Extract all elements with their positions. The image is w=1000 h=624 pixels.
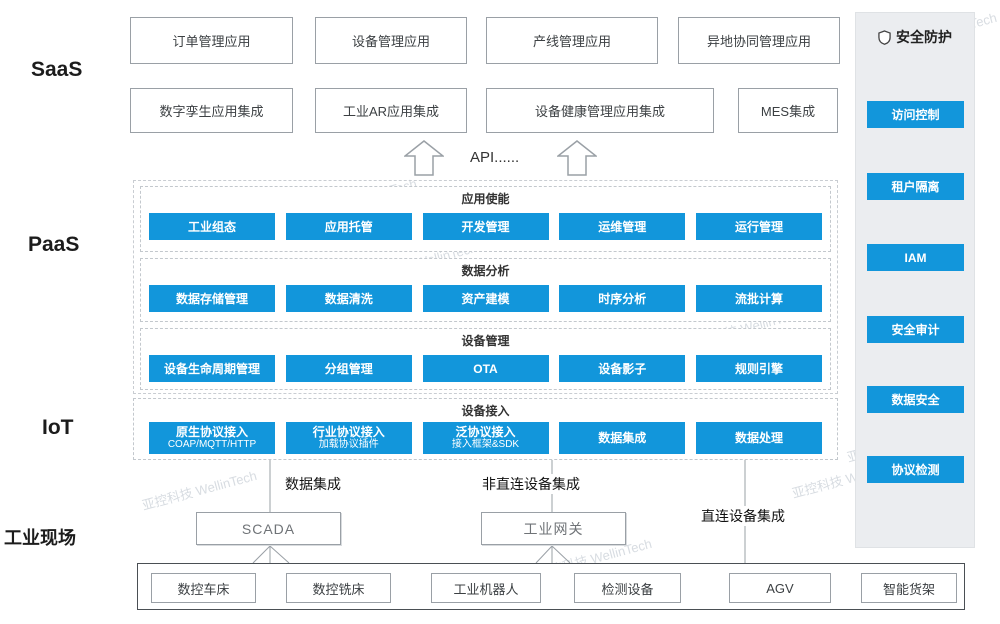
saas-app-line-management: 产线管理应用: [486, 17, 658, 64]
saas-int-mes: MES集成: [738, 88, 838, 133]
paas-item-data-storage: 数据存储管理: [149, 285, 275, 312]
iot-section-device-access: 设备接入 原生协议接入 COAP/MQTT/HTTP 行业协议接入 加载协议插件…: [133, 398, 838, 460]
iot-item-label: 行业协议接入: [312, 425, 385, 439]
security-item-iam: IAM: [867, 244, 964, 271]
machine-cnc-lathe: 数控车床: [151, 573, 256, 603]
security-item-tenant-isolation: 租户隔离: [867, 173, 964, 200]
layer-label-field: 工业现场: [4, 528, 76, 548]
iot-item-label: 数据处理: [734, 430, 783, 445]
iot-item-sublabel: COAP/MQTT/HTTP: [167, 439, 257, 450]
section-title: 设备接入: [461, 404, 510, 418]
saas-app-order-management: 订单管理应用: [130, 17, 293, 64]
field-container: 数控车床 数控铣床 工业机器人 检测设备 AGV 智能货架: [137, 563, 965, 610]
security-panel: 安全防护 访问控制 租户隔离 IAM 安全审计 数据安全 协议检测: [855, 12, 975, 548]
up-arrow-icon: [557, 140, 597, 176]
iot-item-data-processing: 数据处理: [696, 422, 822, 454]
api-label: API......: [470, 149, 520, 166]
iot-item-generic-protocol: 泛协议接入 接入框架&SDK: [422, 422, 549, 454]
machine-cnc-mill: 数控铣床: [286, 573, 391, 603]
paas-item-device-shadow: 设备影子: [559, 355, 686, 382]
iot-item-sublabel: 加载协议插件: [318, 439, 379, 450]
security-item-access-control: 访问控制: [867, 101, 964, 128]
link-label-direct-device: 直连设备集成: [698, 506, 788, 526]
paas-section-data-analysis: 数据分析 数据存储管理 数据清洗 资产建模 时序分析 流批计算: [140, 258, 831, 322]
paas-item-runtime-management: 运行管理: [696, 213, 822, 240]
paas-section-device-management: 设备管理 设备生命周期管理 分组管理 OTA 设备影子 规则引擎: [140, 328, 831, 390]
iot-item-sublabel: 接入框架&SDK: [451, 439, 520, 450]
paas-item-dev-management: 开发管理: [422, 213, 549, 240]
saas-int-device-health: 设备健康管理应用集成: [486, 88, 714, 133]
saas-app-remote-collab: 异地协同管理应用: [678, 17, 840, 64]
link-label-data-integration: 数据集成: [282, 474, 344, 494]
paas-item-ota: OTA: [422, 355, 549, 382]
section-title: 应用使能: [461, 192, 510, 206]
watermark: 亚控科技 WellinTech: [140, 467, 259, 514]
industrial-gateway-box: 工业网关: [481, 512, 626, 545]
paas-item-group-management: 分组管理: [285, 355, 412, 382]
saas-int-industrial-ar: 工业AR应用集成: [315, 88, 467, 133]
paas-item-time-series: 时序分析: [559, 285, 686, 312]
paas-item-industrial-config: 工业组态: [149, 213, 275, 240]
paas-container: [133, 180, 838, 394]
saas-int-digital-twin: 数字孪生应用集成: [130, 88, 293, 133]
security-item-protocol-detection: 协议检测: [867, 456, 964, 483]
security-header: 安全防护: [856, 13, 974, 47]
paas-item-asset-modeling: 资产建模: [422, 285, 549, 312]
section-title: 设备管理: [461, 334, 510, 348]
machine-inspection-device: 检测设备: [574, 573, 681, 603]
up-arrow-icon: [404, 140, 444, 176]
security-item-data-security: 数据安全: [867, 386, 964, 413]
machine-smart-shelf: 智能货架: [861, 573, 957, 603]
machine-agv: AGV: [729, 573, 831, 603]
shield-icon: [878, 29, 891, 45]
layer-label-paas: PaaS: [28, 233, 80, 256]
iot-item-label: 原生协议接入: [175, 425, 248, 439]
paas-section-app-enablement: 应用使能 工业组态 应用托管 开发管理 运维管理 运行管理: [140, 186, 831, 252]
iot-item-label: 数据集成: [598, 430, 647, 445]
paas-item-data-cleaning: 数据清洗: [285, 285, 412, 312]
layer-label-iot: IoT: [42, 416, 74, 439]
iot-item-data-integration: 数据集成: [559, 422, 686, 454]
iot-item-industry-protocol: 行业协议接入 加载协议插件: [285, 422, 412, 454]
paas-item-app-hosting: 应用托管: [285, 213, 412, 240]
link-label-indirect-device: 非直连设备集成: [479, 474, 583, 494]
iot-item-label: 泛协议接入: [455, 425, 516, 439]
saas-app-device-management: 设备管理应用: [315, 17, 467, 64]
machine-industrial-robot: 工业机器人: [431, 573, 541, 603]
paas-item-device-lifecycle: 设备生命周期管理: [149, 355, 275, 382]
section-title: 数据分析: [461, 264, 510, 278]
iot-item-native-protocol: 原生协议接入 COAP/MQTT/HTTP: [149, 422, 275, 454]
paas-item-stream-batch: 流批计算: [696, 285, 822, 312]
layer-label-saas: SaaS: [31, 58, 83, 81]
paas-item-rule-engine: 规则引擎: [696, 355, 822, 382]
security-item-security-audit: 安全审计: [867, 316, 964, 343]
scada-box: SCADA: [196, 512, 341, 545]
security-title: 安全防护: [896, 29, 952, 45]
paas-item-ops-management: 运维管理: [559, 213, 686, 240]
